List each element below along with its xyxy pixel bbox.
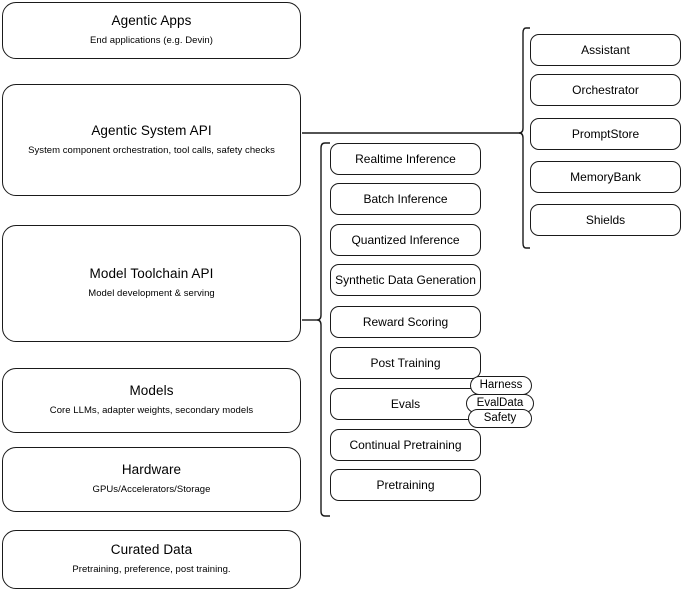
layer-title: Agentic System API [91, 122, 212, 138]
component-post-training[interactable]: Post Training [330, 347, 481, 379]
layer-title: Curated Data [110, 542, 193, 558]
component-label: Shields [585, 213, 626, 227]
layer-model-toolchain-api[interactable]: Model Toolchain API Model development & … [2, 225, 301, 342]
component-memorybank[interactable]: MemoryBank [530, 161, 681, 193]
badge-label: Harness [479, 378, 523, 391]
component-label: Realtime Inference [355, 152, 456, 166]
system-components-brace [518, 27, 530, 249]
layer-subtitle: Core LLMs, adapter weights, secondary mo… [49, 405, 254, 417]
layer-title: Agentic Apps [111, 13, 192, 29]
component-label: Assistant [581, 43, 630, 57]
component-promptstore[interactable]: PromptStore [530, 118, 681, 150]
component-quantized-inference[interactable]: Quantized Inference [330, 224, 481, 256]
component-label: Batch Inference [363, 192, 448, 206]
component-realtime-inference[interactable]: Realtime Inference [330, 143, 481, 175]
layer-subtitle: Model development & serving [88, 288, 215, 300]
component-label: PromptStore [571, 127, 640, 141]
component-evals[interactable]: Evals [330, 388, 481, 420]
layer-models[interactable]: Models Core LLMs, adapter weights, secon… [2, 368, 301, 433]
badge-harness[interactable]: Harness [470, 376, 532, 395]
component-label: Pretraining [376, 478, 435, 492]
component-label: Quantized Inference [351, 233, 460, 247]
layer-title: Hardware [121, 462, 182, 478]
badge-label: Safety [483, 411, 517, 424]
layer-subtitle: GPUs/Accelerators/Storage [92, 484, 211, 496]
layer-subtitle: End applications (e.g. Devin) [90, 35, 213, 47]
component-label: Reward Scoring [362, 315, 449, 329]
badge-label: EvalData [476, 396, 524, 409]
toolchain-components-brace [316, 142, 330, 517]
component-label: Synthetic Data Generation [335, 273, 476, 287]
component-shields[interactable]: Shields [530, 204, 681, 236]
component-synthetic-data-generation[interactable]: Synthetic Data Generation [330, 264, 481, 296]
layer-agentic-apps[interactable]: Agentic Apps End applications (e.g. Devi… [2, 2, 301, 59]
layer-subtitle: System component orchestration, tool cal… [28, 144, 275, 156]
component-label: Evals [390, 397, 421, 411]
layer-title: Models [129, 383, 174, 399]
component-label: MemoryBank [570, 170, 641, 184]
component-label: Continual Pretraining [349, 438, 462, 452]
component-orchestrator[interactable]: Orchestrator [530, 74, 681, 106]
component-label: Orchestrator [572, 83, 639, 97]
layer-subtitle: Pretraining, preference, post training. [72, 564, 231, 576]
layer-title: Model Toolchain API [89, 266, 214, 282]
component-pretraining[interactable]: Pretraining [330, 469, 481, 501]
layer-curated-data[interactable]: Curated Data Pretraining, preference, po… [2, 530, 301, 589]
component-assistant[interactable]: Assistant [530, 34, 681, 66]
component-reward-scoring[interactable]: Reward Scoring [330, 306, 481, 338]
component-label: Post Training [370, 356, 441, 370]
component-batch-inference[interactable]: Batch Inference [330, 183, 481, 215]
layer-agentic-system-api[interactable]: Agentic System API System component orch… [2, 84, 301, 196]
badge-safety[interactable]: Safety [468, 409, 532, 428]
component-continual-pretraining[interactable]: Continual Pretraining [330, 429, 481, 461]
layer-hardware[interactable]: Hardware GPUs/Accelerators/Storage [2, 447, 301, 512]
